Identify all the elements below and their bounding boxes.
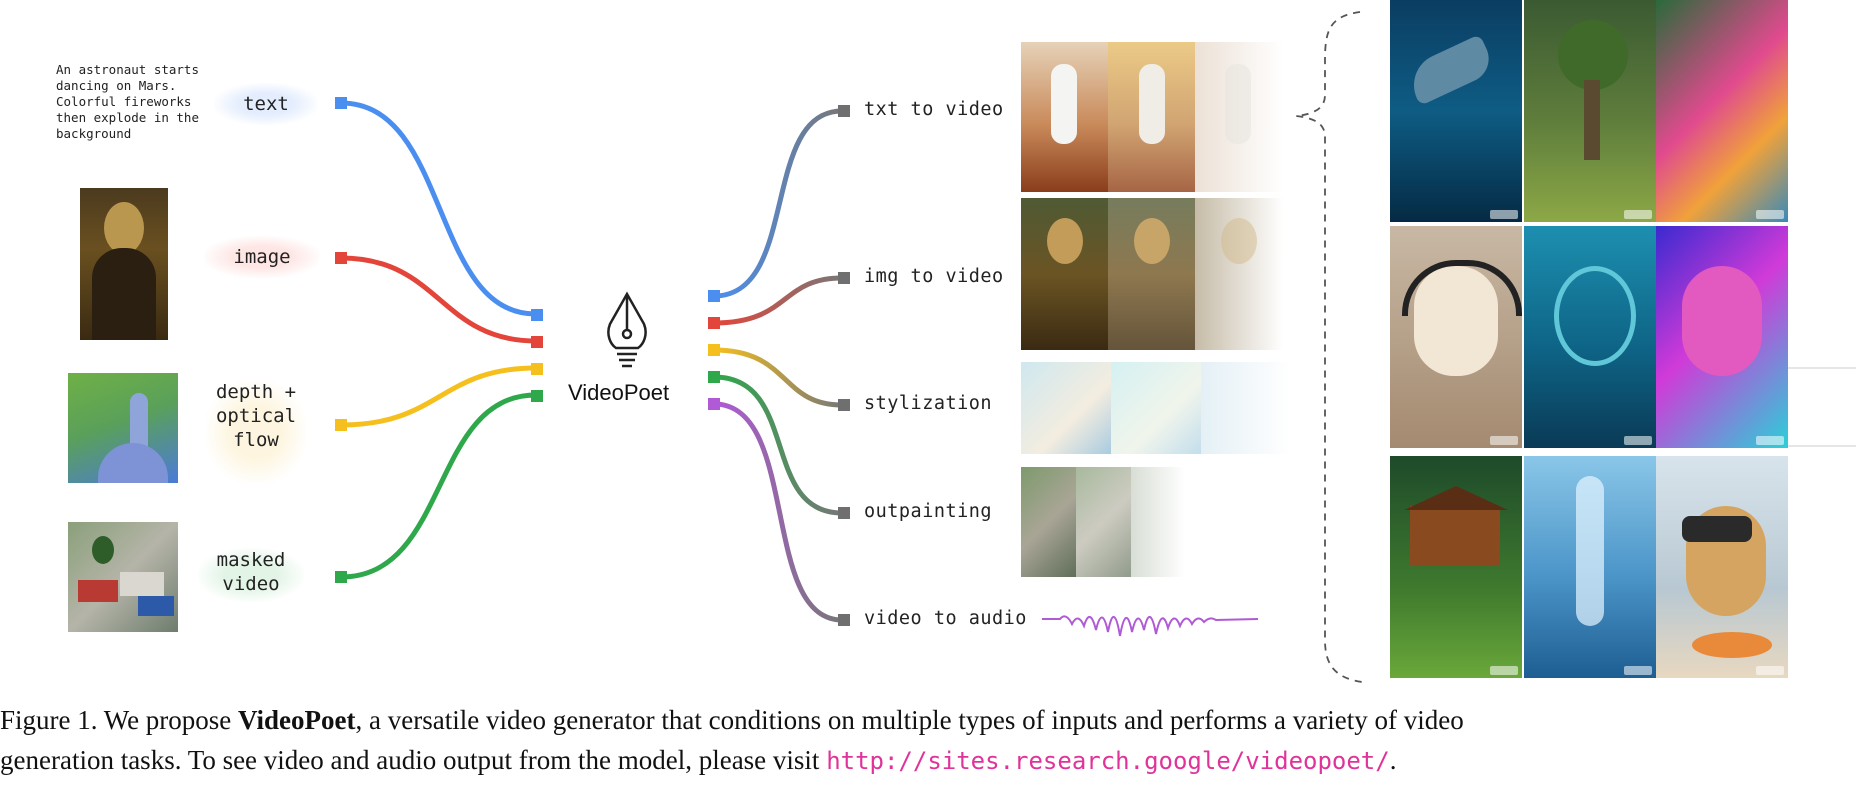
figure-caption: Figure 1. We propose VideoPoet, a versat… — [0, 700, 1856, 781]
depth-connector — [340, 365, 537, 428]
txt-to-video-frames — [1021, 42, 1283, 192]
octopus-city-tile — [1524, 226, 1656, 448]
caption-line1-rest: , a versatile video generator that condi… — [355, 705, 1464, 735]
input-chip-image: image — [204, 236, 320, 278]
caption-url-link[interactable]: http://sites.research.google/videopoet/ — [826, 747, 1390, 775]
dog-headphones-tile — [1390, 226, 1522, 448]
neon-dog-tile — [1656, 226, 1788, 448]
caption-line-1: Figure 1. We propose VideoPoet, a versat… — [0, 700, 1856, 740]
input-chip-masked-video: masked video — [198, 548, 304, 602]
input-chip-depth-flow: depth + optical flow — [206, 380, 306, 484]
glass-figure-tile — [1524, 456, 1656, 678]
gallery-brace — [1295, 11, 1363, 683]
dog-vr-tile — [1656, 456, 1788, 678]
audio-waveform — [1042, 615, 1259, 637]
input-chip-text: text — [214, 83, 318, 125]
task-txt-to-video: txt to video — [864, 99, 1004, 120]
mona-lisa-thumbnail — [80, 188, 168, 340]
img-to-video-frames — [1021, 198, 1283, 350]
masked-video-thumbnail — [68, 522, 178, 632]
shark-tile — [1390, 0, 1522, 222]
stylization-connector — [713, 347, 843, 408]
connector-diagram — [335, 11, 1856, 683]
stylization-frames — [1021, 362, 1291, 454]
task-outpainting: outpainting — [864, 501, 993, 522]
video-to-audio-connector — [713, 401, 843, 623]
treehouse-tile — [1390, 456, 1522, 678]
caption-suffix: . — [1389, 745, 1397, 775]
text-connector — [340, 100, 537, 317]
txt-to-video-connector — [713, 108, 843, 299]
task-stylization: stylization — [864, 393, 993, 414]
img-to-video-connector — [713, 275, 843, 326]
caption-line2-text: generation tasks. To see video and audio… — [0, 745, 827, 775]
videopoet-logo-icon — [607, 291, 647, 368]
model-name: VideoPoet — [568, 380, 670, 405]
task-img-to-video: img to video — [864, 266, 1004, 287]
prompt-text: An astronaut starts dancing on Mars. Col… — [56, 62, 199, 141]
image-connector — [340, 255, 537, 344]
depth-map-thumbnail — [68, 373, 178, 483]
masked-connector — [340, 392, 537, 580]
outpainting-frames — [1021, 467, 1185, 577]
caption-prefix: Figure 1. We propose — [0, 705, 239, 735]
caption-line-2: generation tasks. To see video and audio… — [0, 740, 1856, 781]
caption-model-name: VideoPoet — [238, 705, 356, 735]
task-video-to-audio: video to audio — [864, 608, 1027, 629]
paint-splash-tile — [1656, 0, 1788, 222]
tree-creature-tile — [1524, 0, 1656, 222]
outpainting-connector — [713, 374, 843, 516]
